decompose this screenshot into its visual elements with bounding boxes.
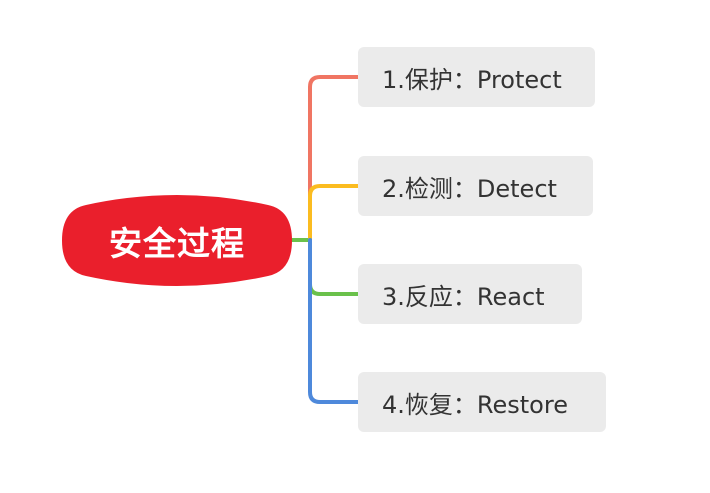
branch-node-react[interactable]: 3.反应：React xyxy=(358,264,582,324)
branch-label-react: 3.反应：React xyxy=(382,282,545,311)
connector-branch-3 xyxy=(308,238,360,296)
branch-node-protect[interactable]: 1.保护：Protect xyxy=(358,47,595,107)
branch-node-detect[interactable]: 2.检测：Detect xyxy=(358,156,593,216)
connector-branch-4 xyxy=(308,238,360,404)
connector-branch-2 xyxy=(308,184,360,242)
root-topic-label: 安全过程 xyxy=(109,223,245,263)
connector-branch-1 xyxy=(308,75,360,242)
root-topic-shape xyxy=(62,195,292,286)
branch-node-restore[interactable]: 4.恢复：Restore xyxy=(358,372,606,432)
branch-label-protect: 1.保护：Protect xyxy=(382,65,562,94)
branch-label-detect: 2.检测：Detect xyxy=(382,174,557,203)
branch-label-restore: 4.恢复：Restore xyxy=(382,390,568,419)
root-topic-node[interactable]: 安全过程 xyxy=(62,193,292,288)
